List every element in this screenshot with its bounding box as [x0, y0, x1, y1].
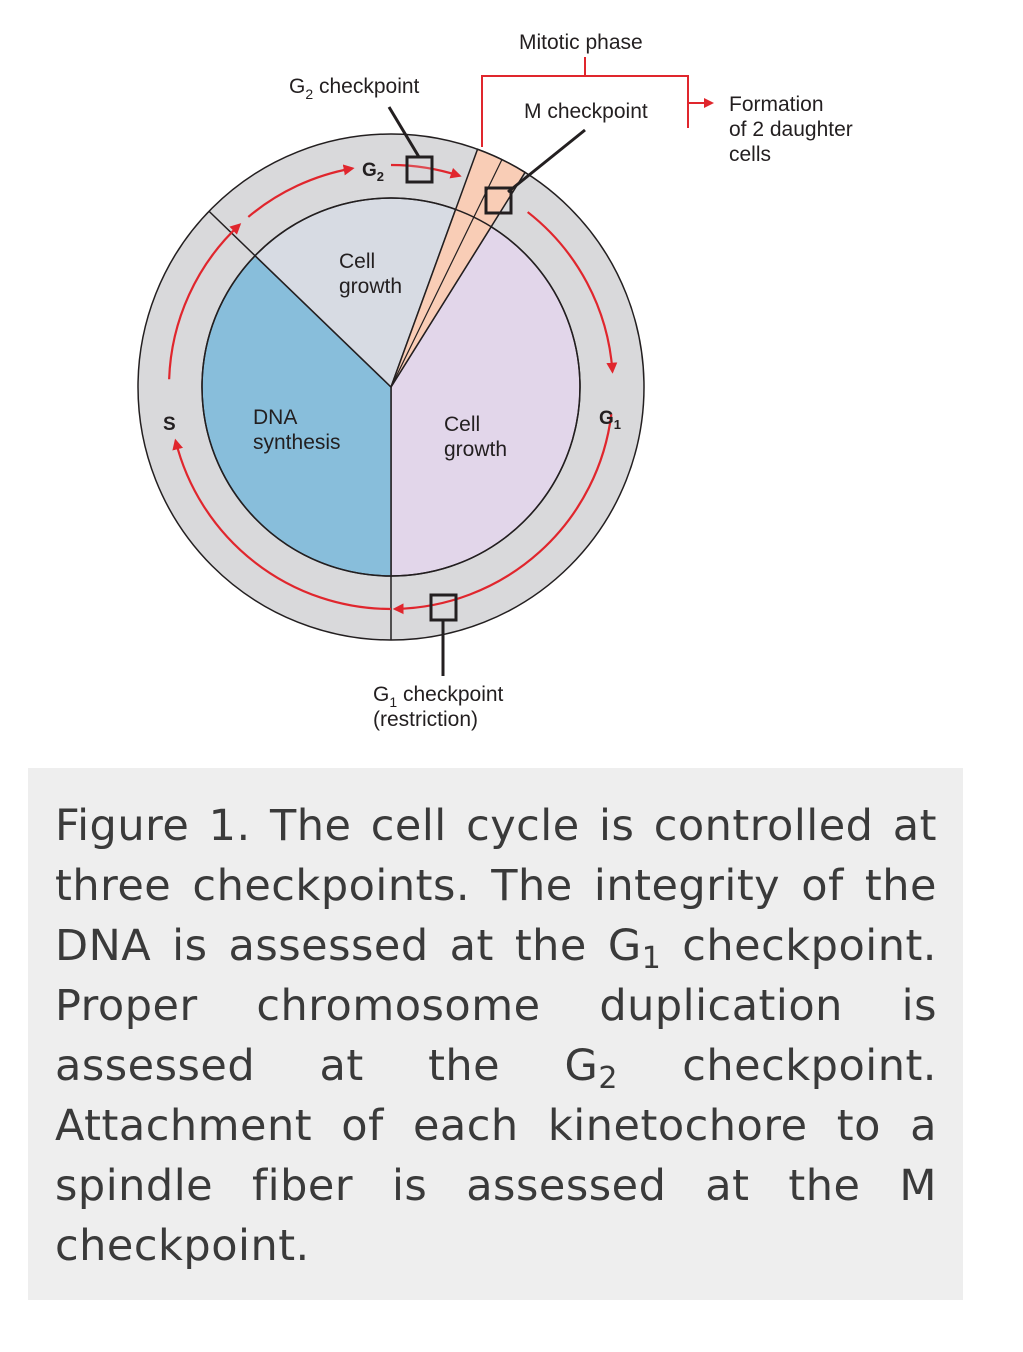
g1-sector-label: Cell growth — [444, 413, 507, 461]
m-checkpoint-label: M checkpoint — [524, 100, 648, 123]
phase-label-g1: G1 — [599, 408, 621, 432]
mitotic-phase-bracket — [481, 57, 714, 147]
m-checkpoint-leader — [507, 128, 586, 194]
cell-cycle-diagram: Mitotic phase M checkpoint G2 checkpoint… — [137, 31, 859, 731]
phase-label-s: S — [163, 414, 176, 435]
arrow-s-lower — [172, 438, 392, 611]
arrow-g2-to-m — [390, 163, 462, 179]
g1-checkpoint-label: G1 checkpoint (restriction) — [373, 683, 509, 731]
figure-caption-box: Figure 1. The cell cycle is controlled a… — [28, 768, 963, 1300]
figure-caption: Figure 1. The cell cycle is controlled a… — [55, 801, 937, 1271]
arrow-s-to-g2 — [168, 223, 242, 380]
m-checkpoint-box — [484, 186, 513, 215]
g1-checkpoint-box — [429, 593, 458, 622]
g2-checkpoint-box — [405, 155, 434, 184]
s-sector-label: DNA synthesis — [253, 406, 341, 454]
g2-checkpoint-leader — [387, 106, 421, 158]
outcome-label: Formation of 2 daughter cells — [729, 93, 859, 166]
m-sector-divider — [390, 159, 503, 388]
g2-checkpoint-label: G2 checkpoint — [289, 75, 420, 102]
arrow-s2-to-g2 — [247, 164, 355, 218]
g2-sector-label: Cell growth — [339, 250, 402, 298]
mitotic-phase-label: Mitotic phase — [519, 31, 643, 54]
arrow-g1-to-s — [392, 413, 613, 615]
phase-label-g2: G2 — [362, 160, 384, 184]
inner-circle-outline — [201, 197, 581, 577]
arrow-m-to-g1 — [526, 211, 618, 374]
